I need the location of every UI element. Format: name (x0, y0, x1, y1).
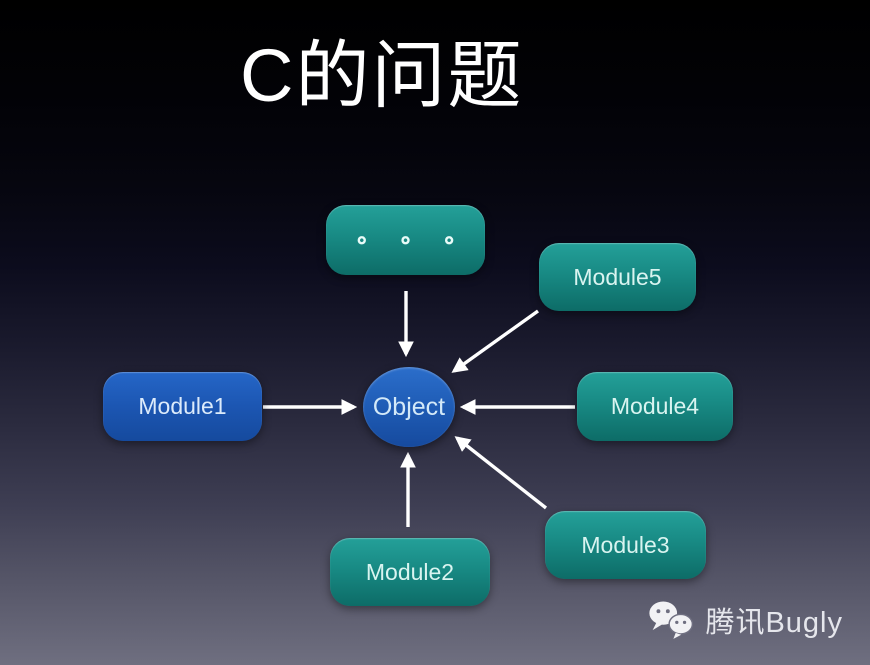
watermark: 腾讯Bugly (648, 599, 843, 641)
more-modules-label: ∘ ∘ ∘ (354, 226, 463, 254)
diagram-node-module2: Module2 (330, 538, 490, 606)
module5-label: Module5 (573, 263, 662, 290)
diagram-node-object: Object (363, 367, 455, 447)
diagram-node-module5: Module5 (539, 243, 696, 311)
module1-label: Module1 (138, 393, 227, 419)
diagram-node-module3: Module3 (545, 511, 706, 579)
module2-label: Module2 (365, 558, 455, 585)
diagram-node-module1: Module1 (103, 372, 262, 441)
wechat-icon (649, 601, 694, 639)
arrow-module3-to-object (454, 436, 548, 510)
object-label: Object (372, 392, 446, 421)
diagram-node-module4: Module4 (577, 372, 733, 441)
diagram-node-more-modules: ∘ ∘ ∘ (326, 205, 485, 275)
arrow-module5-to-object (451, 309, 539, 373)
page-title: C的问题 (240, 34, 524, 117)
module3-label: Module3 (581, 531, 670, 558)
watermark-brand-label: 腾讯Bugly (705, 607, 843, 639)
module4-label: Module4 (610, 393, 700, 419)
